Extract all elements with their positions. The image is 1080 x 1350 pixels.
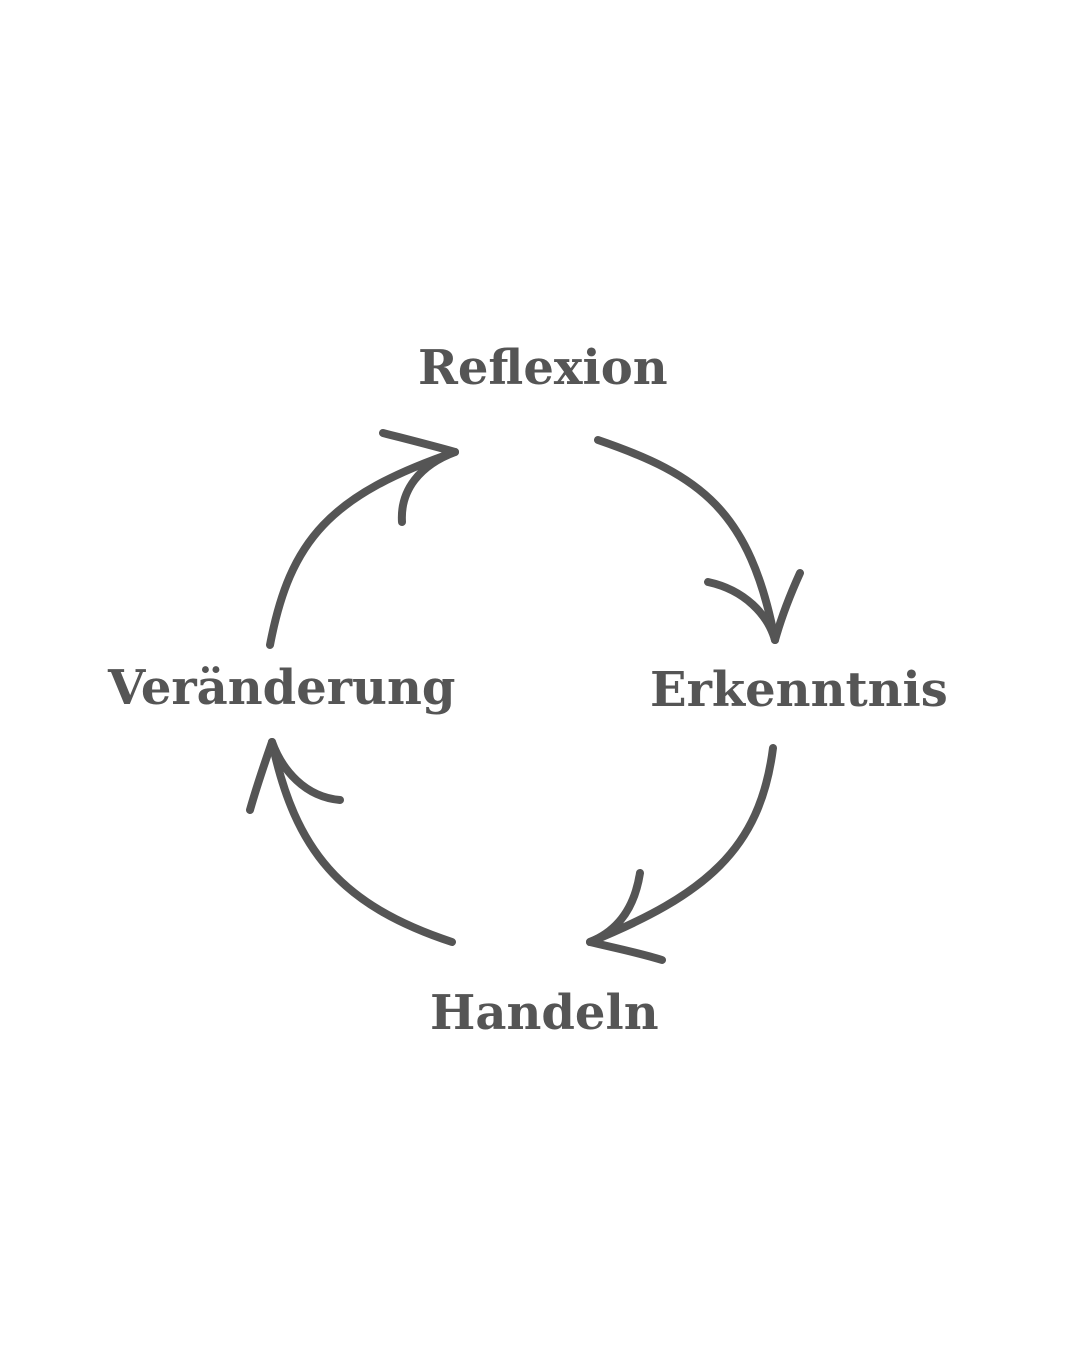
arrow-veraenderung-to-reflexion — [266, 429, 459, 649]
step-reflexion: Reflexion — [418, 340, 668, 396]
step-handeln: Handeln — [430, 985, 659, 1041]
step-veraenderung: Veränderung — [108, 660, 456, 716]
arrow-reflexion-to-erkenntnis — [594, 436, 804, 644]
arrow-erkenntnis-to-handeln — [586, 744, 777, 964]
arrow-handeln-to-veraenderung — [246, 738, 456, 946]
step-erkenntnis: Erkenntnis — [650, 662, 948, 718]
